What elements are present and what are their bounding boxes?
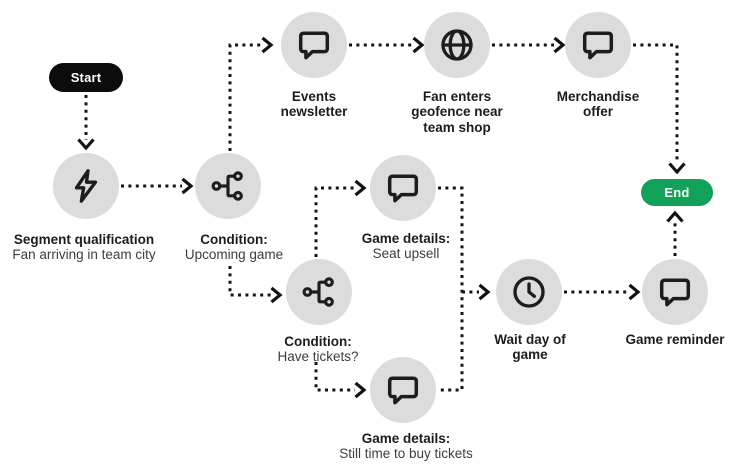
label-segment-qualification: Segment qualification Fan arriving in te…	[0, 232, 174, 263]
connector-condition2-to-still-time	[314, 362, 355, 392]
arrowhead-right	[270, 286, 283, 304]
message-bubble-icon	[298, 31, 330, 60]
arrowhead-up	[666, 210, 684, 223]
label-condition-have-tickets: Condition: Have tickets?	[258, 334, 378, 365]
node-title: Fan enters geofence near team shop	[411, 89, 503, 135]
label-condition-upcoming-game: Condition: Upcoming game	[169, 232, 299, 263]
node-title: Merchandise offer	[556, 89, 640, 120]
node-title: Segment qualification	[13, 232, 155, 247]
node-title: Wait day of game	[494, 332, 566, 363]
node-subtitle: Still time to buy tickets	[339, 446, 473, 462]
connector-condition1-to-condition2	[228, 266, 271, 297]
arrowhead-down	[668, 162, 686, 175]
message-bubble-icon	[582, 31, 614, 60]
label-merchandise-offer: Merchandise offer	[545, 89, 651, 120]
start-node[interactable]: Start	[49, 63, 123, 92]
arrowhead-right	[412, 36, 425, 54]
arrowhead-right	[354, 179, 367, 197]
end-node[interactable]: End	[641, 179, 713, 206]
arrowhead-right	[261, 36, 274, 54]
message-bubble-icon	[387, 174, 419, 203]
globe-icon	[441, 29, 473, 61]
node-merchandise-offer[interactable]	[565, 12, 631, 78]
arrowhead-right	[553, 36, 566, 54]
end-label: End	[664, 185, 690, 200]
label-game-reminder: Game reminder	[600, 332, 750, 347]
node-still-time-tickets[interactable]	[370, 357, 436, 423]
label-seat-upsell: Game details: Seat upsell	[336, 231, 476, 262]
arrowhead-down	[77, 138, 95, 151]
node-wait-day-of-game[interactable]	[496, 259, 562, 325]
message-bubble-icon	[659, 278, 691, 307]
node-title: Condition:	[200, 232, 268, 247]
node-title: Events newsletter	[280, 89, 348, 120]
node-subtitle: Seat upsell	[372, 246, 440, 262]
label-wait-day-of-game: Wait day of game	[482, 332, 578, 363]
connector-condition1-to-newsletter	[228, 43, 262, 151]
arrowhead-right	[478, 283, 491, 301]
node-subtitle: Have tickets?	[277, 349, 359, 365]
node-condition-upcoming-game[interactable]	[195, 153, 261, 219]
lightning-icon	[74, 169, 98, 203]
arrowhead-right	[628, 283, 641, 301]
split-branch-icon	[302, 277, 334, 307]
arrowhead-right	[181, 177, 194, 195]
node-segment-qualification[interactable]	[53, 153, 119, 219]
node-condition-have-tickets[interactable]	[286, 259, 352, 325]
node-title: Game details:	[361, 231, 451, 246]
arrowhead-right	[354, 381, 367, 399]
node-fan-geofence[interactable]	[424, 12, 490, 78]
split-branch-icon	[211, 171, 243, 201]
message-bubble-icon	[387, 376, 419, 405]
node-title: Condition:	[284, 334, 352, 349]
node-game-reminder[interactable]	[642, 259, 708, 325]
label-events-newsletter: Events newsletter	[271, 89, 357, 120]
node-events-newsletter[interactable]	[281, 12, 347, 78]
label-fan-geofence: Fan enters geofence near team shop	[401, 89, 513, 135]
clock-icon	[513, 276, 545, 308]
start-label: Start	[70, 70, 102, 85]
node-title: Game reminder	[625, 332, 725, 347]
connector-upsell-merge-to-wait	[438, 186, 464, 392]
label-still-time-tickets: Game details: Still time to buy tickets	[311, 431, 501, 462]
node-subtitle: Upcoming game	[184, 247, 284, 263]
node-title: Game details:	[361, 431, 451, 446]
node-seat-upsell[interactable]	[370, 155, 436, 221]
node-subtitle: Fan arriving in team city	[12, 247, 156, 263]
